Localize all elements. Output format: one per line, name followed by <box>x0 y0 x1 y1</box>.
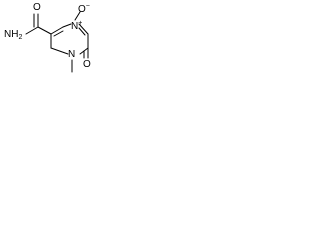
bond-c2-amide-c <box>37 26 52 35</box>
oxide-oxygen-label: O− <box>78 2 90 15</box>
amine-label: NH2 <box>4 30 22 43</box>
bond-n4-c5 <box>78 23 89 35</box>
ring-n-oxide-label: N+ <box>71 19 82 32</box>
ring-n-methyl-symbol: N <box>68 49 76 60</box>
bond-c3-n4 <box>62 23 72 28</box>
bond-drawing <box>25 11 89 73</box>
structure-canvas: NH2 O N+ O− N O <box>0 0 101 85</box>
ring-n-oxide-symbol: N <box>71 21 79 32</box>
oxide-oxygen-charge: − <box>85 3 90 10</box>
carbonyl-oxygen-symbol: O <box>83 59 91 70</box>
amine-subscript: 2 <box>18 34 23 41</box>
bond-c2-c3-double <box>53 30 64 37</box>
bond-n1-c2 <box>50 47 69 55</box>
bond-amide-cn <box>25 26 39 35</box>
amide-oxygen-label: O <box>33 3 41 13</box>
bond-n4-oxide <box>74 11 81 21</box>
ring-n-oxide-charge: + <box>78 20 83 27</box>
amide-oxygen-symbol: O <box>33 2 41 13</box>
oxide-oxygen-symbol: O <box>78 4 86 15</box>
amine-symbol: NH <box>4 29 19 40</box>
bond-n4-c5-double <box>78 27 86 36</box>
carbonyl-oxygen-label: O <box>83 60 91 70</box>
ring-n-methyl-label: N <box>68 50 75 60</box>
bond-c2-c3 <box>50 26 64 35</box>
